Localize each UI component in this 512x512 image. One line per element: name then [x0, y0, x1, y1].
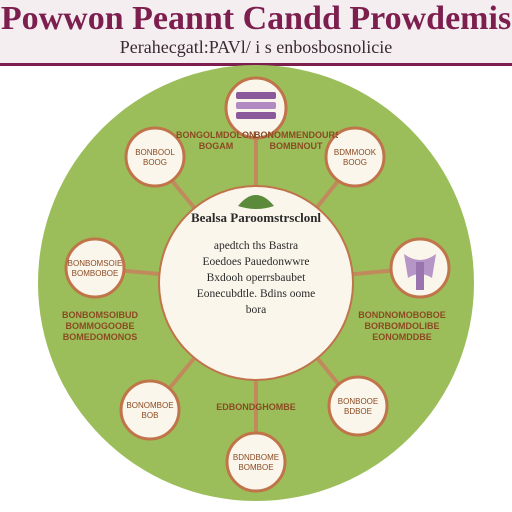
node-upper-right	[324, 126, 386, 188]
page-subtitle: Perahecgatl:PAVl/ i s enbosbosnolicie	[119, 37, 393, 57]
label-top-left: BONGOLMDOLONEU BOGAM	[176, 130, 256, 151]
label-left: BONBOMSOIBUD BOMMOGOOBE BOMEDOMONOS	[62, 310, 138, 342]
node-lower-right	[327, 375, 389, 437]
header-banner	[0, 0, 512, 66]
center-line: apedtch ths Bastra	[213, 240, 299, 252]
page-title: Powwon Peannt Candd Prowdemis	[0, 2, 512, 36]
center-circle	[158, 185, 354, 381]
label-right: BONDNOMOBOBOE BORBOMDOLIBE EONOMDDBE	[358, 310, 446, 342]
label-top-right: BONOMMENDOURS BOMBNOUT	[254, 130, 338, 151]
label-bottom: EDBONDGHOMBE	[216, 402, 296, 412]
node-lower-left	[119, 379, 181, 441]
node-left	[64, 237, 126, 299]
center-heading: Bealsa Paroomstrsclonl	[190, 210, 322, 225]
leaf-icon	[238, 195, 274, 209]
purple-ribbon-icon	[404, 254, 436, 290]
node-upper-left	[124, 126, 186, 188]
center-line: bora	[245, 304, 267, 316]
center-line: Eoedoes Pauedonwwre	[202, 256, 310, 268]
center-line: Bxdooh operrsbaubet	[206, 272, 306, 284]
node-bottom	[225, 431, 287, 493]
purple-bars-icon	[236, 92, 276, 119]
center-body: apedtch ths Bastra Eoedoes Pauedonwwre B…	[172, 238, 340, 318]
center-line: Eonecubdtle. Bdins oome	[196, 288, 316, 300]
